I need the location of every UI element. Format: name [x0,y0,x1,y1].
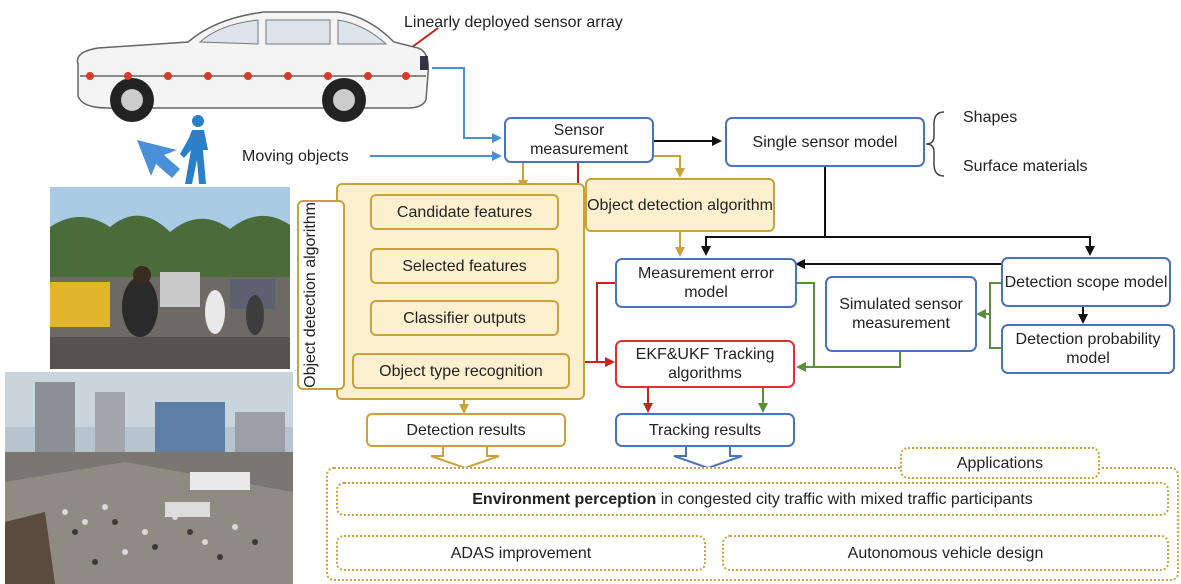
single-sensor-model-label: Single sensor model [752,133,898,151]
environment-perception-box: Environment perception in congested city… [336,482,1169,516]
moving-objects-label: Moving objects [242,148,349,165]
classifier-outputs-box: Classifier outputs [370,300,559,336]
object-detection-algorithm-label: Object detection algorithm [587,196,773,214]
detection-probability-model-label: Detection probability model [1015,331,1161,367]
tracking-results-label: Tracking results [648,421,762,439]
detection-results-label: Detection results [406,421,526,439]
autonomous-vehicle-design-box: Autonomous vehicle design [722,535,1169,571]
adas-improvement-label: ADAS improvement [450,544,592,562]
applications-label: Applications [956,454,1044,472]
sensor-measurement-box: Sensor measurement [504,117,654,163]
selected-features-label: Selected features [402,257,527,275]
ekf-ukf-tracking-label: EKF&UKF Tracking algorithms [635,346,775,382]
direction-arrow-icon [137,140,180,178]
tracking-down-arrow [673,445,743,470]
sensor-measurement-label: Sensor measurement [530,122,628,158]
surface-materials-label: Surface materials [963,158,1088,175]
object-detection-side-label: Object detection algorithm [302,202,319,388]
environment-perception-bold: Environment perception [472,490,657,508]
detection-scope-model-box: Detection scope model [1001,257,1171,307]
candidate-features-box: Candidate features [370,194,559,230]
classifier-outputs-label: Classifier outputs [403,309,526,327]
applications-box: Applications [900,447,1100,479]
detection-results-box: Detection results [366,413,566,447]
object-detection-algorithm-box: Object detection algorithm [585,178,775,232]
ekf-ukf-tracking-box: EKF&UKF Tracking algorithms [615,340,795,388]
single-sensor-model-box: Single sensor model [725,117,925,167]
selected-features-box: Selected features [370,248,559,284]
simulated-sensor-measurement-box: Simulated sensor measurement [825,276,977,352]
environment-perception-rest: in congested city traffic with mixed tra… [656,490,1033,508]
environment-perception-text: Environment perception in congested city… [472,490,1033,509]
object-detection-side-box: Object detection algorithm [297,200,345,390]
adas-improvement-box: ADAS improvement [336,535,706,571]
object-type-recognition-box: Object type recognition [352,353,570,389]
measurement-error-model-box: Measurement error model [615,258,797,308]
detection-probability-model-box: Detection probability model [1001,324,1175,374]
detection-scope-model-label: Detection scope model [1004,273,1168,291]
street-photo [50,187,290,369]
car-illustration [76,11,430,122]
tracking-results-box: Tracking results [615,413,795,447]
candidate-features-label: Candidate features [396,203,533,221]
pedestrian-icon [180,115,208,184]
shapes-label: Shapes [963,109,1018,126]
sensor-array-label: Linearly deployed sensor array [404,14,623,31]
measurement-error-model-label: Measurement error model [637,265,775,301]
autonomous-vehicle-design-label: Autonomous vehicle design [847,544,1044,562]
simulated-sensor-measurement-label: Simulated sensor measurement [839,296,963,332]
detection-down-arrow [430,445,500,470]
crowd-photo [5,372,293,584]
brace [925,111,945,177]
object-type-recognition-label: Object type recognition [379,362,543,380]
